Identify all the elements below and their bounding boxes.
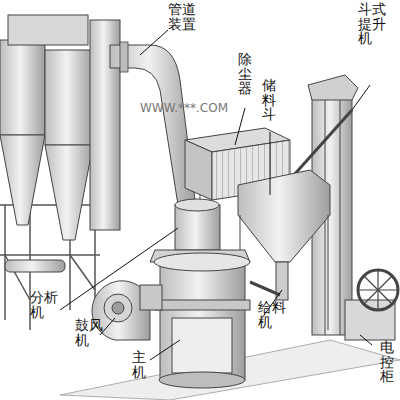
part-label: 斗式提升机 <box>358 2 388 46</box>
part-label: 管道装置 <box>168 2 198 31</box>
part-label: 给料机 <box>258 300 288 329</box>
part-label: 储料斗 <box>262 78 278 122</box>
control-cabinet <box>345 270 398 340</box>
part-label: 分析机 <box>30 290 60 319</box>
leader-line <box>60 30 372 360</box>
watermark: WWW.***.COM <box>140 102 260 115</box>
part-label: 主机 <box>132 350 148 379</box>
cyclone-collector <box>0 15 120 272</box>
part-label: 电控柜 <box>380 340 396 384</box>
part-label: 鼓风机 <box>75 318 105 347</box>
storage-hopper <box>238 170 330 330</box>
pipe-flange <box>120 42 128 72</box>
part-label: 除尘器 <box>238 52 254 96</box>
main-mill <box>150 199 280 388</box>
